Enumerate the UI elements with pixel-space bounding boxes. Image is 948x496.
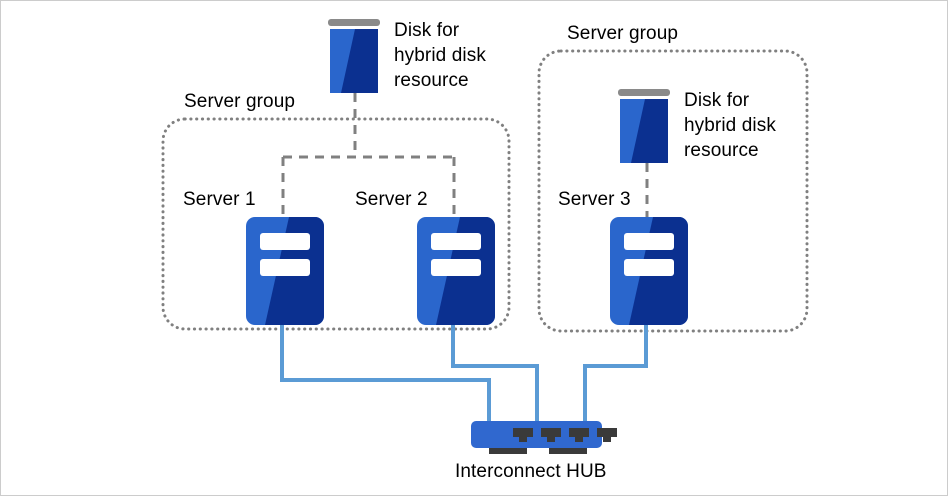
server-group-label-right: Server group (567, 23, 679, 44)
network-link-server-2 (451, 323, 539, 423)
disk-cap (618, 89, 670, 96)
disk-body-shade (341, 29, 378, 93)
hub-port-2 (541, 428, 561, 442)
server-icon-2 (417, 217, 495, 325)
disk-label-right: Disk for hybrid disk resource (684, 90, 776, 161)
hub-foot-left (489, 446, 527, 454)
disk-icon-left (328, 19, 380, 93)
hub-port-4 (597, 428, 617, 442)
server-icon-1 (246, 217, 324, 325)
network-link-server-3 (583, 323, 648, 423)
server-led-bar-top (624, 233, 674, 250)
server-label-3: Server 3 (558, 189, 631, 210)
server-label-2: Server 2 (355, 189, 428, 210)
server-led-bar-bottom (431, 259, 481, 276)
server-icon-3 (610, 217, 688, 325)
server-group-box-left (161, 117, 511, 331)
disk-link-lines (281, 93, 649, 219)
hub-label: Interconnect HUB (455, 461, 607, 482)
hub-icon (471, 421, 617, 454)
server-led-bar-bottom (624, 259, 674, 276)
network-link-server-1 (280, 323, 491, 423)
disk-icon-right (618, 89, 670, 163)
network-link-lines (280, 323, 648, 423)
hub-port-1 (513, 428, 533, 442)
server-group-label-left: Server group (184, 91, 296, 112)
server-group-box-right (537, 49, 809, 333)
hub-ports (513, 428, 617, 442)
group-boxes (161, 49, 809, 333)
hub-body (471, 421, 602, 448)
hub-port-3 (569, 428, 589, 442)
server-led-bar-bottom (260, 259, 310, 276)
hub-foot-right (549, 446, 587, 454)
server-led-bar-top (431, 233, 481, 250)
disk-label-left: Disk for hybrid disk resource (394, 20, 486, 91)
server-led-bar-top (260, 233, 310, 250)
server-label-1: Server 1 (183, 189, 256, 210)
disk-body-shade (631, 99, 668, 163)
disk-cap (328, 19, 380, 26)
